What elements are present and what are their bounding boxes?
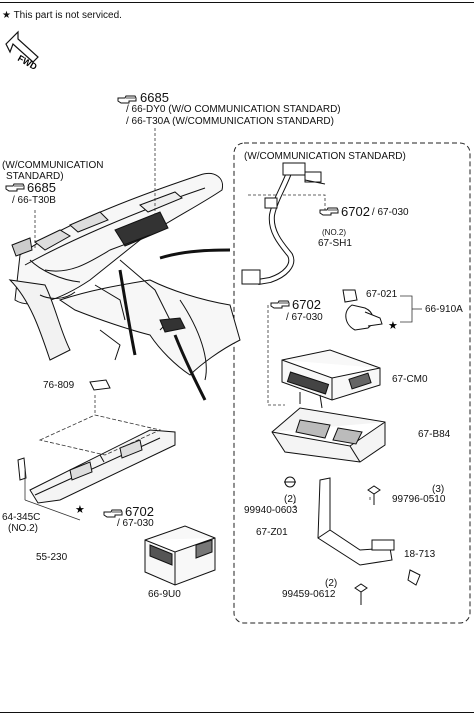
hand-icon-mid — [270, 300, 290, 309]
ref-6702-mid-code: 6702 — [292, 297, 321, 312]
ref-6685-left-sub: / 66-T30B — [12, 195, 56, 206]
part-64-345c: 64-345C — [2, 512, 41, 523]
part-67-sh1-qty: (NO.2) — [322, 228, 346, 237]
ref-6702-bottom-sub: / 67-030 — [117, 518, 154, 529]
rail-leader — [24, 470, 81, 521]
part-18-713: 18-713 — [404, 549, 436, 560]
hand-icon-bottom — [103, 509, 123, 518]
hand-icon-right — [319, 207, 339, 216]
ref-6685-left-code: 6685 — [27, 180, 56, 195]
part-67-z01: 67-Z01 — [256, 527, 288, 538]
top-rule — [0, 2, 474, 3]
ref-6702-right-code: 6702 — [341, 204, 370, 219]
ref-6702-right: 6702 / 67-030 — [341, 205, 409, 219]
hand-icon-left — [5, 183, 25, 192]
ref-6702-bottom-code: 6702 — [125, 504, 154, 519]
leader-lines — [34, 128, 371, 510]
star-marker-lower-icon: ★ — [75, 503, 85, 516]
header-note-text: This part is not serviced. — [13, 10, 122, 21]
part-55-230: 55-230 — [36, 552, 68, 563]
part-99796-qty: (3) — [432, 484, 445, 495]
part-67-sh1: 67-SH1 — [318, 238, 352, 249]
rail-55-230 — [17, 429, 176, 504]
harness-67-sh1 — [241, 162, 326, 285]
part-99459-qty: (2) — [325, 578, 338, 589]
clip-67-021 — [342, 289, 383, 331]
ref-6702-mid-sub: / 67-030 — [286, 312, 323, 323]
ref-6685-top-code: 6685 — [140, 90, 169, 105]
bottom-rule — [0, 712, 474, 713]
star-marker-icon: ★ — [388, 319, 398, 332]
ref-6685-top-line1: / 66-DY0 (W/O COMMUNICATION STANDARD) — [126, 104, 341, 115]
group-bracket — [400, 295, 422, 323]
part-99940-0603: 99940-0603 — [244, 505, 298, 516]
bracket-67-b84 — [271, 407, 386, 463]
part-64-345c-qty: (NO.2) — [8, 523, 38, 534]
comm-box-title: (W/COMMUNICATION STANDARD) — [244, 151, 406, 162]
comm-standard-box — [233, 142, 471, 624]
part-76-809: 76-809 — [43, 380, 75, 391]
part-99459-0612: 99459-0612 — [282, 589, 336, 600]
part-99796-0510: 99796-0510 — [392, 494, 446, 505]
pointer-strokes — [118, 248, 231, 401]
fwd-arrow-icon — [5, 30, 39, 63]
dashboard-illustration — [8, 173, 241, 381]
part-76-809 — [89, 379, 111, 391]
module-67-cm0 — [281, 349, 381, 409]
rail-dashed-outline — [38, 414, 162, 456]
hand-icon-top — [117, 95, 137, 104]
star-icon: ★ — [2, 10, 11, 21]
header-note: ★ This part is not serviced. — [2, 10, 122, 21]
ref-6685-left-caption2: STANDARD) — [6, 171, 64, 182]
part-66-9u0: 66-9U0 — [148, 589, 181, 600]
bracket-67-z01 — [317, 477, 395, 566]
part-67-b84: 67-B84 — [418, 429, 451, 440]
ref-6702-right-sub: / 67-030 — [371, 206, 409, 218]
part-66-910a: 66-910A — [425, 304, 463, 315]
ref-6685-left-caption1: (W/COMMUNICATION — [2, 160, 104, 171]
ref-6685-top-line2: / 66-T30A (W/COMMUNICATION STANDARD) — [126, 116, 334, 127]
part-67-cm0: 67-CM0 — [392, 374, 428, 385]
fasteners — [284, 476, 421, 605]
part-67-021: 67-021 — [366, 289, 398, 300]
unit-66-9u0 — [144, 525, 216, 586]
part-99940-qty: (2) — [284, 494, 297, 505]
